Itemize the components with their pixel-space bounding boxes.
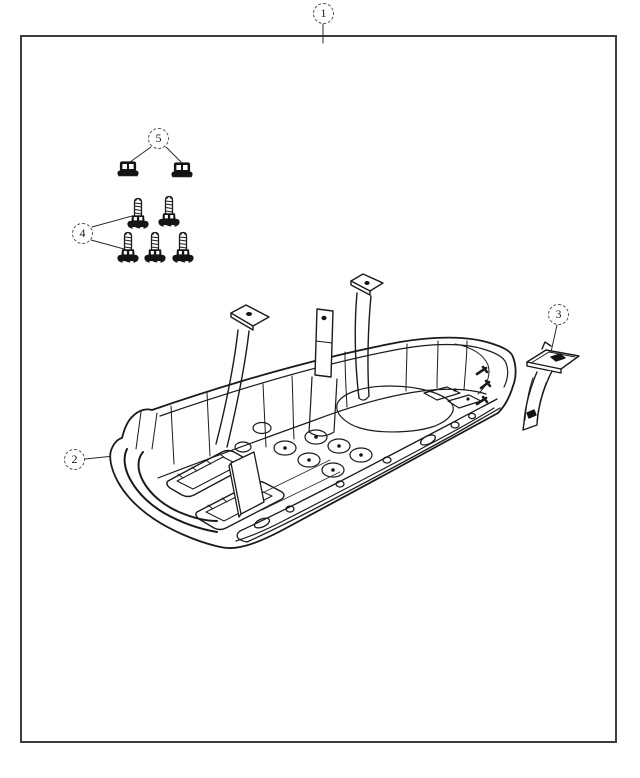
flange-bolt-icon <box>158 195 180 227</box>
rear-strap <box>350 273 384 401</box>
callout-1: 1 <box>313 3 334 24</box>
leader-line-4a <box>91 215 133 228</box>
leader-line-5a <box>129 146 152 163</box>
callout-3: 3 <box>548 304 569 325</box>
flange-bolt-icon <box>172 231 194 263</box>
bracket-part-drawing <box>522 341 580 431</box>
bolt-group <box>117 195 194 263</box>
skid-plate-drawing <box>109 273 517 549</box>
middle-strap <box>308 308 338 437</box>
flange-bolt-icon <box>117 231 139 263</box>
flange-nut-icon <box>171 162 193 178</box>
front-rail <box>236 398 501 543</box>
leader-line-5b <box>165 146 182 163</box>
leader-lines <box>84 21 558 460</box>
front-strap <box>215 304 270 448</box>
callout-4: 4 <box>72 223 93 244</box>
flange-bolt-icon <box>144 231 166 263</box>
flange-bolt-icon <box>127 197 149 229</box>
leader-line-2 <box>84 455 115 460</box>
flange-nut-icon <box>117 161 139 177</box>
floor-holes <box>234 421 373 478</box>
callout-5: 5 <box>148 128 169 149</box>
floor-standing-plate <box>228 451 265 518</box>
right-end-details <box>423 365 492 409</box>
plate-outer-outline <box>109 336 517 549</box>
nut-group <box>117 161 193 178</box>
callout-2: 2 <box>64 449 85 470</box>
leader-line-3 <box>550 324 558 353</box>
leader-line-4b <box>90 239 125 250</box>
